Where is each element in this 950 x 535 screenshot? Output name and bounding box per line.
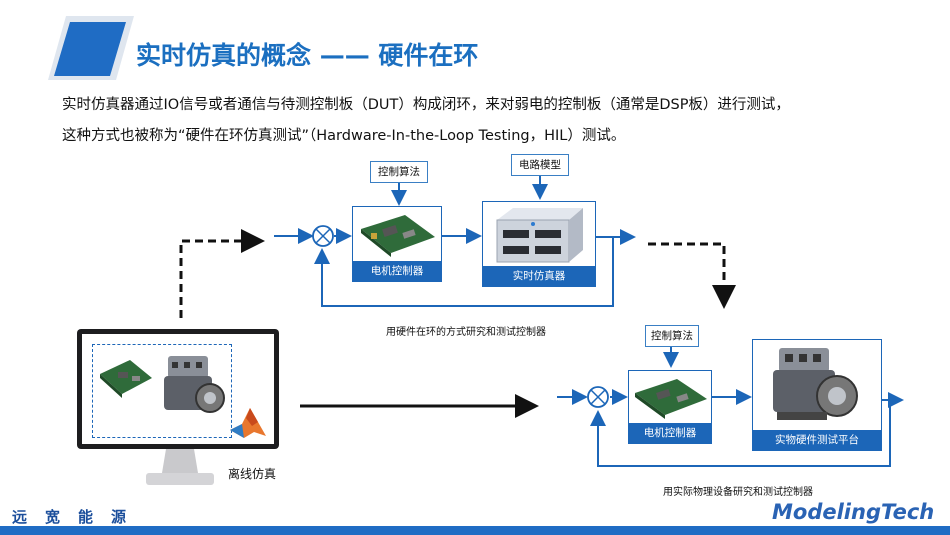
lower-motor-controller-block: 电机控制器 bbox=[628, 370, 712, 444]
intro-line-2: 这种方式也被称为“硬件在环仿真测试”（Hardware-In-the-Loop … bbox=[62, 128, 626, 144]
monitor-screen bbox=[82, 334, 274, 444]
company-name-cn: 远宽能源 bbox=[12, 508, 145, 526]
modelingtech-logo: ModelingTech bbox=[772, 500, 935, 524]
upper-control-algorithm-label: 控制算法 bbox=[370, 161, 428, 183]
offline-simulation-label: 离线仿真 bbox=[228, 467, 277, 481]
monitor-stand bbox=[146, 449, 214, 485]
upper-motor-controller-caption: 电机控制器 bbox=[353, 261, 441, 281]
upper-loop-caption: 用硬件在环的方式研究和测试控制器 bbox=[386, 327, 546, 338]
pcb-board-image bbox=[361, 215, 435, 257]
lower-motor-controller-caption: 电机控制器 bbox=[629, 423, 711, 443]
simulator-device-image bbox=[496, 208, 583, 263]
lower-pcb-board-image bbox=[635, 379, 707, 419]
test-platform-caption: 实物硬件测试平台 bbox=[753, 430, 881, 450]
lower-loop-caption: 用实际物理设备研究和测试控制器 bbox=[663, 487, 813, 498]
page-title: 实时仿真的概念 —— 硬件在环 bbox=[136, 41, 479, 70]
upper-motor-controller-block: 电机控制器 bbox=[352, 206, 442, 282]
physical-engine-image bbox=[773, 348, 858, 420]
footer-bar bbox=[0, 526, 950, 535]
lower-control-algorithm-label: 控制算法 bbox=[645, 325, 699, 347]
summing-junction-lower bbox=[587, 386, 609, 408]
monitor-display bbox=[77, 329, 279, 449]
circuit-model-label: 电路模型 bbox=[511, 154, 569, 176]
offline-engine-image bbox=[164, 356, 225, 413]
realtime-simulator-block: 实时仿真器 bbox=[482, 201, 596, 287]
offline-pcb-image bbox=[100, 360, 152, 398]
matlab-logo-icon bbox=[230, 408, 266, 438]
realtime-simulator-caption: 实时仿真器 bbox=[483, 266, 595, 286]
hardware-test-platform-block: 实物硬件测试平台 bbox=[752, 339, 882, 451]
offline-sim-dashed-frame bbox=[92, 344, 232, 438]
intro-line-1: 实时仿真器通过IO信号或者通信与待测控制板（DUT）构成闭环，来对弱电的控制板（… bbox=[62, 97, 790, 113]
summing-junction-upper bbox=[312, 225, 334, 247]
title-decoration bbox=[48, 16, 134, 80]
